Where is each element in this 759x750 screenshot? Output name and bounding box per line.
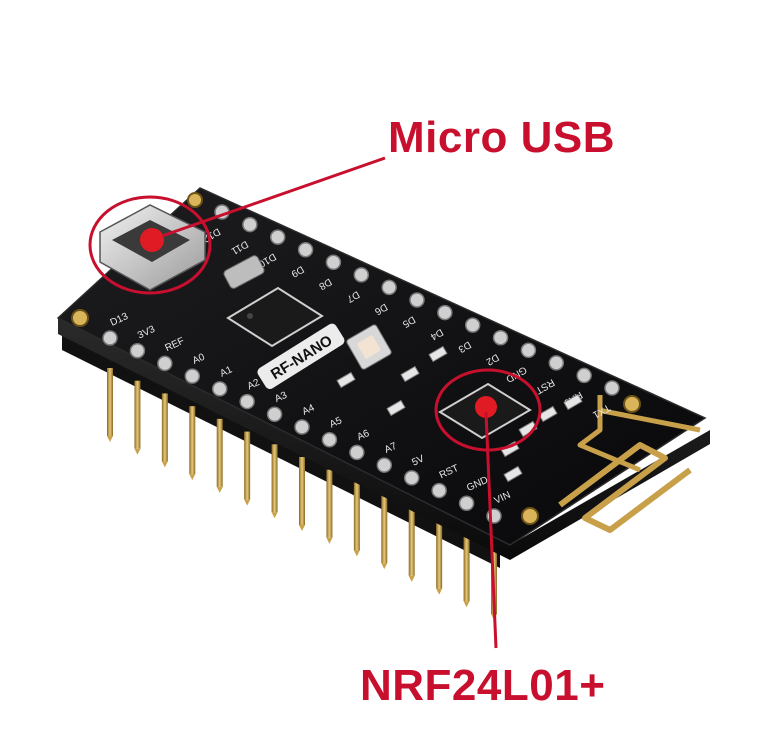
top-pin-pad <box>492 329 509 346</box>
nrf24l01-callout: NRF24L01+ <box>360 661 606 710</box>
top-pin-pad <box>297 241 314 258</box>
top-pin-pad <box>353 267 370 283</box>
header-pin-tip <box>408 575 415 582</box>
bottom-pin-pad <box>239 393 255 410</box>
top-pin-pad <box>381 279 397 296</box>
bottom-pin-pad <box>403 470 420 486</box>
header-pin-tip <box>134 448 141 455</box>
header-pin-tip <box>463 601 470 608</box>
header-pin <box>271 444 278 513</box>
header-pin-tip <box>436 588 443 595</box>
header-pin <box>353 482 360 551</box>
crystal <box>223 255 265 289</box>
bottom-pin-pad <box>266 406 283 423</box>
header-pin <box>299 457 305 525</box>
header-pin-tip <box>381 563 388 570</box>
micro-usb-callout: Micro USB <box>388 113 615 162</box>
header-pin <box>134 380 141 449</box>
header-pin-tip <box>161 461 168 468</box>
header-pin <box>189 406 196 475</box>
bottom-pin-label: A2 <box>246 377 262 392</box>
usb-leader-line <box>161 156 386 238</box>
header-pin <box>326 469 333 538</box>
header-pin <box>381 495 388 564</box>
bottom-pin-label: 5V <box>410 453 426 468</box>
bottom-pin-pad <box>431 482 447 499</box>
top-pin-pad <box>269 229 286 245</box>
bottom-pin-label: A4 <box>301 402 317 417</box>
bottom-pin-label: A0 <box>191 352 207 367</box>
header-pin-tip <box>189 474 196 481</box>
reset-button <box>346 324 392 370</box>
header-pin-tip <box>326 537 333 544</box>
header-pin-tip <box>107 436 113 442</box>
usb-highlight <box>88 195 212 295</box>
header-pin <box>463 533 470 602</box>
bottom-pin-pad <box>129 342 146 359</box>
header-pins <box>107 368 497 620</box>
bottom-pin-pad <box>349 444 365 461</box>
top-pin-pad <box>409 292 425 308</box>
header-pin-tip <box>244 499 251 506</box>
bottom-pin-pad <box>458 495 475 512</box>
header-pin <box>216 418 223 487</box>
bottom-pin-pad <box>321 431 338 448</box>
bottom-pin-label: A5 <box>328 415 344 430</box>
header-pin <box>408 507 415 576</box>
nrf-leader-line <box>484 411 498 649</box>
top-pin-pad <box>548 355 565 371</box>
pcb-antenna <box>558 395 701 533</box>
header-pin <box>107 368 113 436</box>
bottom-pin-label: A3 <box>273 390 289 405</box>
header-pin <box>436 520 443 589</box>
header-pin <box>161 393 168 462</box>
bottom-pin-pad <box>157 355 173 372</box>
bottom-pin-pad <box>376 457 393 473</box>
mount-hole <box>71 309 89 327</box>
top-pin-pad <box>520 342 537 359</box>
bottom-pin-label: A7 <box>383 441 399 456</box>
bottom-pin-pads <box>102 330 502 524</box>
bottom-pin-pad <box>102 330 118 346</box>
microcontroller-chip <box>226 286 324 348</box>
header-pin-tip <box>299 525 305 531</box>
header-pin <box>244 431 251 500</box>
mount-hole <box>623 395 641 413</box>
mount-hole <box>187 192 203 208</box>
header-pin-tip <box>353 550 360 557</box>
bottom-pin-label: A6 <box>355 428 371 443</box>
top-pin-pad <box>576 367 592 384</box>
bottom-pin-pad <box>211 381 228 397</box>
bottom-pin-label: A1 <box>218 364 234 379</box>
top-pin-pads <box>214 204 620 396</box>
bottom-pin-pad <box>294 419 310 435</box>
top-pin-pad <box>325 254 342 271</box>
top-pin-pad <box>242 216 258 233</box>
bottom-pin-pad <box>184 368 201 384</box>
top-pin-pad <box>604 380 620 396</box>
top-pin-pad <box>464 317 481 333</box>
brand-plate <box>257 323 345 389</box>
header-pin-tip <box>216 486 223 493</box>
header-pin-tip <box>271 512 278 519</box>
top-pin-pad <box>437 304 453 321</box>
mount-hole <box>521 507 539 525</box>
